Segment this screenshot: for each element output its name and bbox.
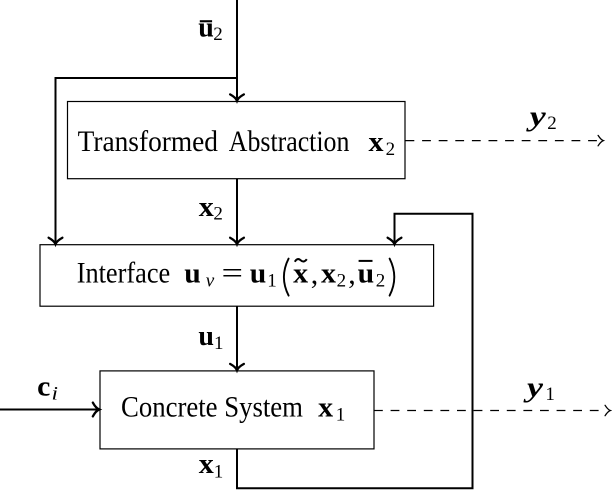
svg-text:2: 2 [337, 271, 347, 292]
svg-text:2: 2 [386, 139, 396, 160]
svg-text:x: x [293, 259, 308, 290]
svg-text:x: x [318, 393, 333, 424]
svg-text:,: , [311, 258, 319, 291]
svg-text:2: 2 [213, 24, 223, 45]
svg-text:2: 2 [213, 204, 223, 225]
svg-text:x: x [369, 127, 384, 158]
svg-text:y: y [526, 102, 547, 133]
svg-text:1: 1 [545, 384, 555, 405]
svg-text:u: u [198, 321, 214, 352]
svg-text:x: x [199, 449, 214, 480]
svg-text:2: 2 [547, 113, 557, 134]
svg-text:=: = [222, 257, 244, 290]
svg-text:y: y [523, 373, 544, 404]
svg-text:u: u [184, 259, 201, 290]
svg-text:1: 1 [267, 271, 277, 292]
svg-text:2: 2 [376, 271, 386, 292]
svg-text:u: u [358, 259, 375, 290]
svg-text:x: x [199, 192, 214, 223]
svg-text:Concrete System: Concrete System [121, 391, 303, 424]
svg-text:,: , [348, 258, 356, 291]
svg-text:i: i [52, 383, 59, 404]
svg-text:1: 1 [214, 462, 224, 483]
svg-text:u: u [250, 259, 266, 290]
svg-text:Interface: Interface [77, 257, 171, 290]
svg-text:1: 1 [214, 333, 224, 354]
svg-text:Transformed: Transformed [78, 125, 218, 158]
svg-text:1: 1 [336, 405, 346, 426]
svg-text:x: x [321, 259, 336, 290]
svg-text:v: v [206, 271, 215, 292]
svg-text:u: u [198, 13, 214, 44]
svg-text:c: c [37, 372, 50, 403]
svg-text:Abstraction: Abstraction [229, 125, 350, 158]
